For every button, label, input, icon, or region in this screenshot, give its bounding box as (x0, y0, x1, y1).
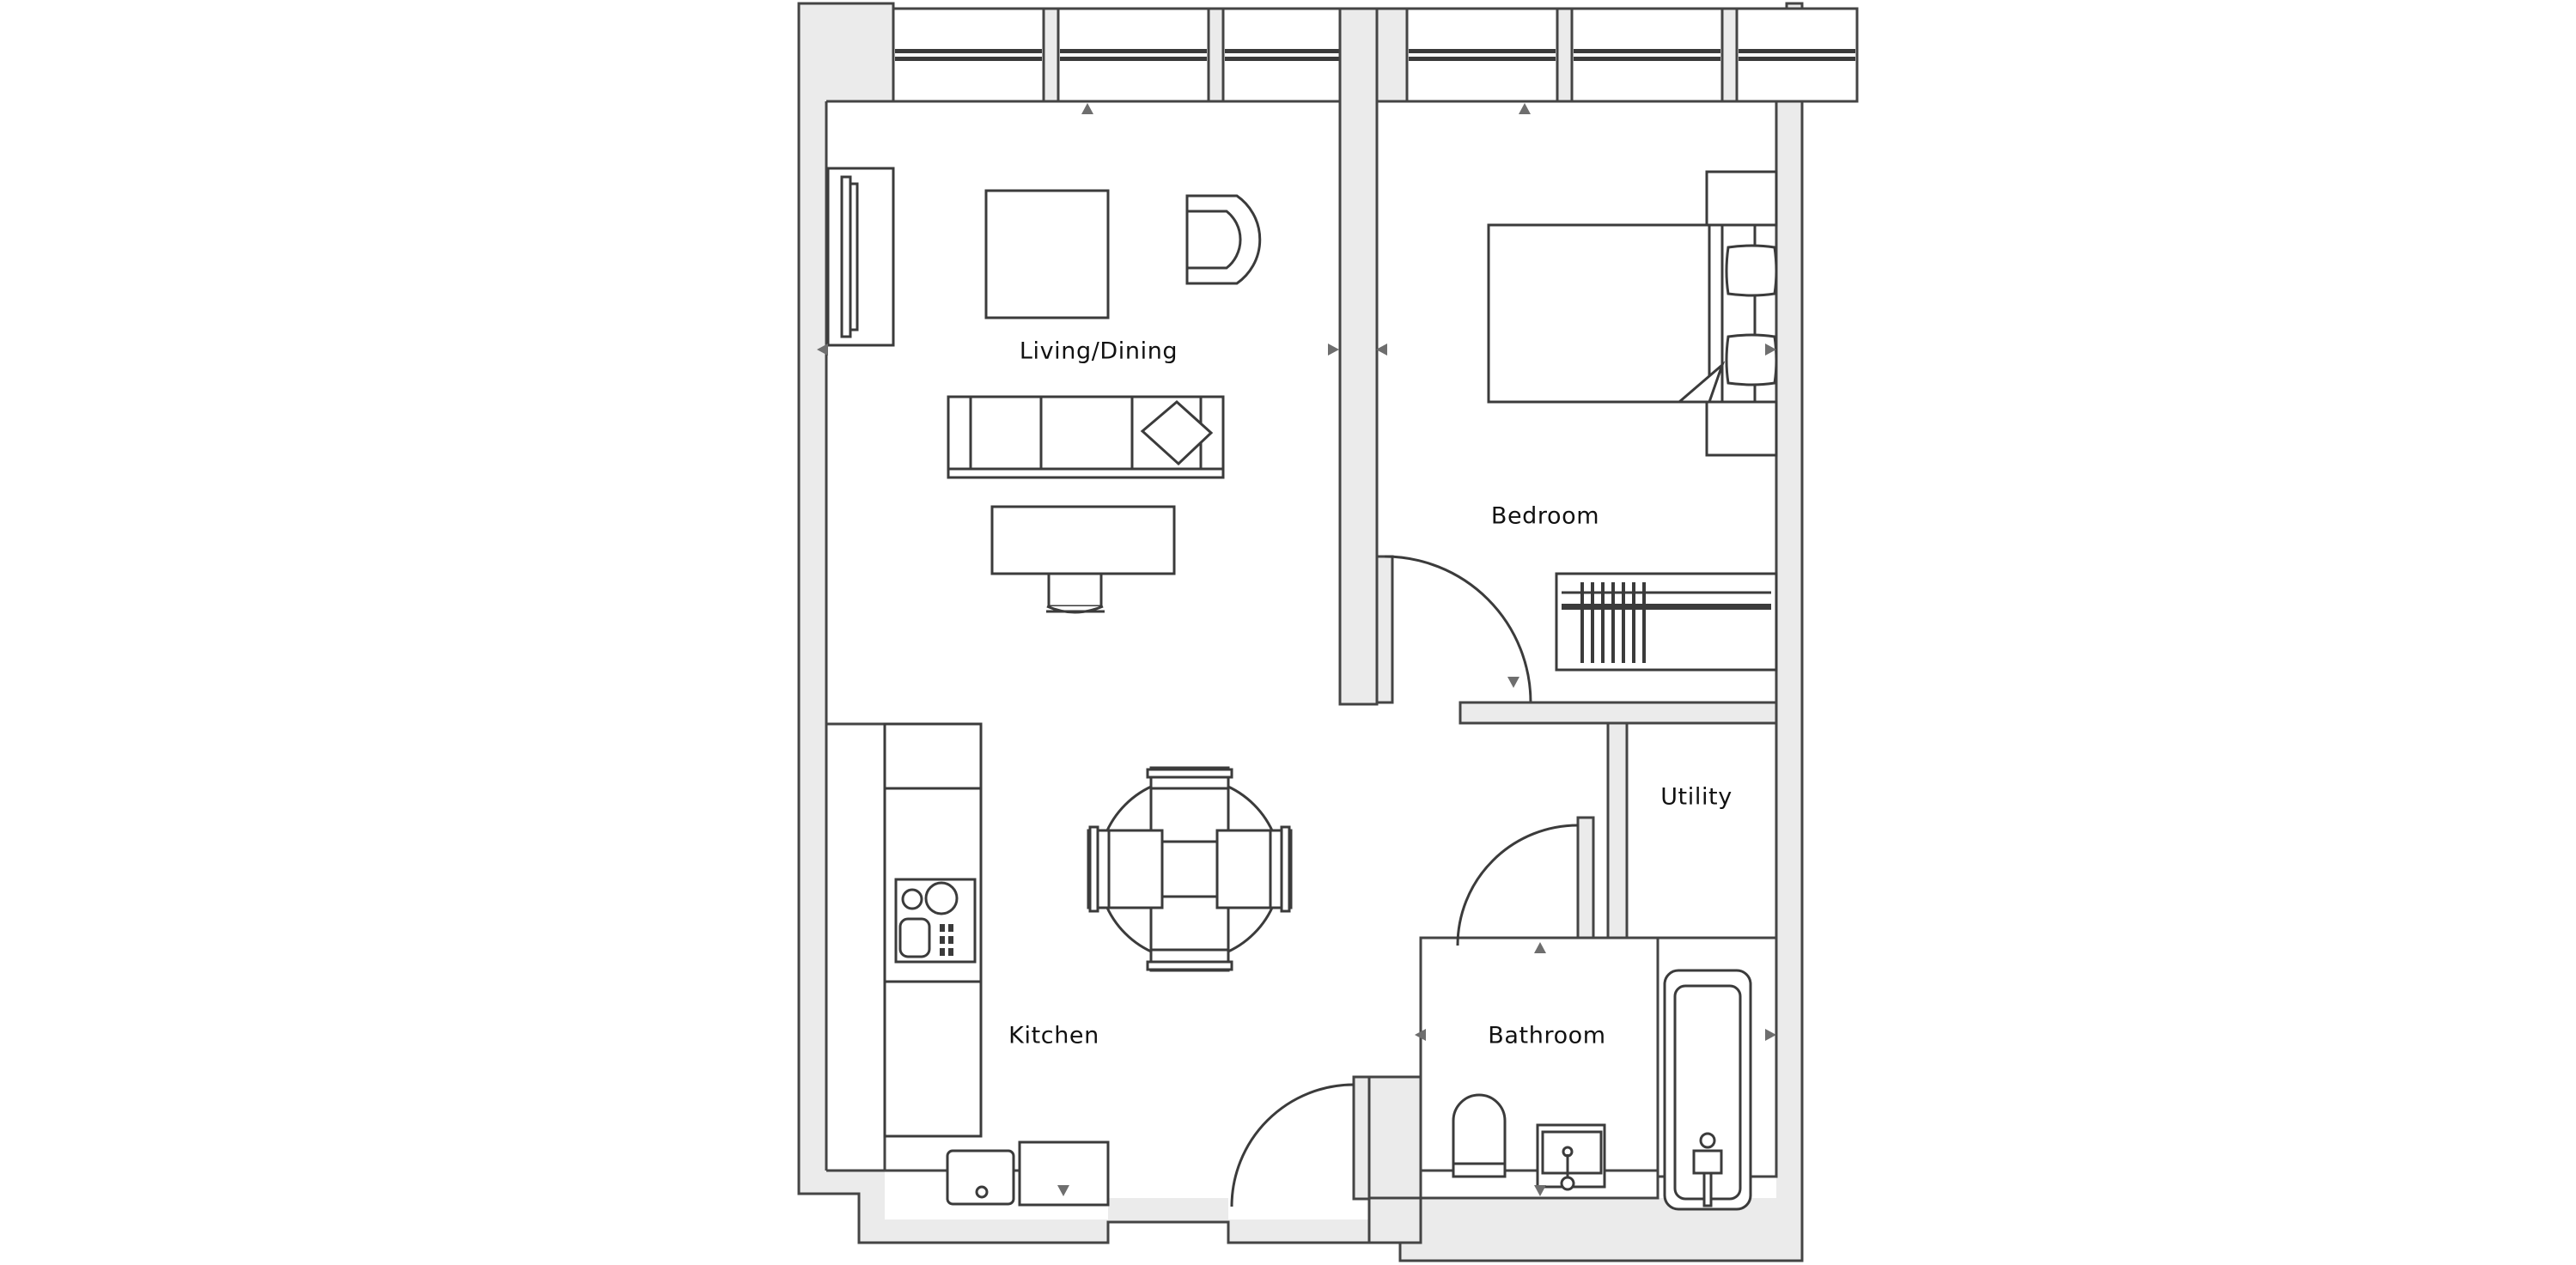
window (1405, 7, 1559, 103)
entrance-wall-return (1367, 1075, 1422, 1201)
bedroom-door-leaf[interactable] (1375, 555, 1394, 704)
bedside-table (1705, 400, 1778, 457)
view-direction-arrow (817, 344, 828, 356)
dining-chair (1146, 766, 1233, 843)
view-direction-markers (817, 103, 1776, 1196)
wash-basin (1536, 1123, 1606, 1191)
bedroom-door[interactable] (1375, 555, 1532, 704)
toilet (1452, 1093, 1507, 1178)
view-direction-arrow (1765, 344, 1776, 356)
double-bed (1487, 223, 1757, 404)
entrance-door-leaf[interactable] (1352, 1075, 1371, 1201)
window (1735, 7, 1859, 103)
entrance-door[interactable] (1230, 1075, 1422, 1207)
wardrobe-with-rail (1555, 572, 1778, 672)
view-direction-arrow (1519, 103, 1531, 114)
sofa-cushion (1140, 400, 1214, 466)
lower-wall-returns (1367, 1196, 1422, 1244)
view-direction-arrow (1081, 103, 1093, 114)
tv-media-unit (826, 167, 895, 347)
entrance-door-swing-arc (1230, 1083, 1355, 1207)
window (1570, 7, 1724, 103)
partition-wall-living-bedroom (1338, 7, 1379, 706)
window (1057, 7, 1210, 103)
dining-chair (1215, 825, 1293, 913)
side-table (984, 189, 1110, 319)
coffee-table (990, 505, 1176, 575)
view-direction-arrow (1765, 1029, 1776, 1041)
dining-chair (1087, 825, 1164, 913)
view-direction-arrow (1328, 344, 1339, 356)
washing-machine (946, 1149, 1015, 1206)
view-direction-arrow (1415, 1029, 1426, 1041)
window (892, 7, 1045, 103)
view-direction-arrow (1507, 677, 1519, 688)
utility-room (1459, 701, 1778, 940)
pillow (1725, 244, 1778, 297)
view-direction-arrow (1057, 1185, 1069, 1196)
utility-floor (1625, 721, 1778, 940)
footstool (1046, 572, 1105, 614)
view-direction-arrow (1534, 1185, 1546, 1196)
view-direction-arrow (1534, 942, 1546, 953)
kitchen-hob-sink (894, 878, 977, 964)
bedroom-door-swing-arc (1384, 555, 1532, 703)
bathroom-door-leaf[interactable] (1576, 816, 1595, 940)
bathtub (1663, 969, 1752, 1211)
utility-top-wall (1459, 701, 1778, 725)
pillow (1725, 333, 1778, 386)
sofa (947, 395, 1225, 479)
utility-left-wall (1606, 721, 1629, 940)
base-cabinet (1018, 1140, 1110, 1207)
armchair (1185, 194, 1262, 285)
bedside-table (1705, 170, 1778, 227)
view-direction-arrow (1376, 344, 1387, 356)
bathroom-door-swing-arc (1456, 824, 1579, 946)
bathroom-door[interactable] (1456, 816, 1595, 946)
dining-chair (1146, 895, 1233, 972)
